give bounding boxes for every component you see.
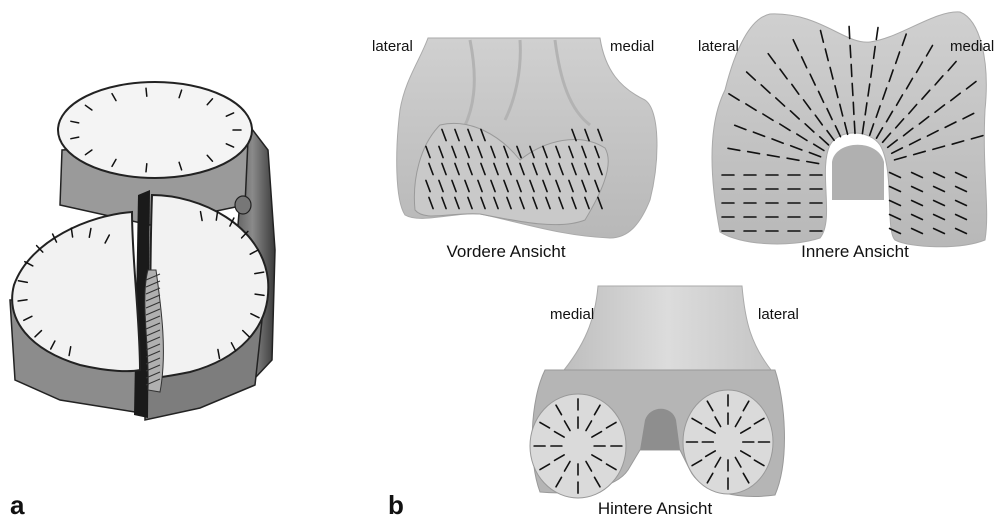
split-line <box>851 64 852 76</box>
split-line <box>850 45 851 57</box>
panel-letter-b: b <box>388 492 404 518</box>
inner-caption: Innere Ansicht <box>801 243 909 261</box>
tibial-plateau-drawing <box>10 82 275 420</box>
upper-plateau-disc <box>58 82 252 178</box>
posterior-shaft <box>560 286 775 375</box>
femur-anterior-view <box>397 38 657 238</box>
posterior-caption: Hintere Ansicht <box>598 500 712 518</box>
anterior-caption: Vordere Ansicht <box>446 243 565 261</box>
inner-left-label: lateral <box>698 39 739 55</box>
inner-notch <box>832 145 884 200</box>
anterior-right-label: medial <box>610 39 654 55</box>
inner-right-label: medial <box>950 39 994 55</box>
split-line <box>854 121 855 133</box>
rim-tick <box>146 88 147 96</box>
split-line <box>853 102 854 114</box>
femur-inner-view <box>712 12 987 247</box>
rim-tick <box>146 164 147 172</box>
anterior-left-label: lateral <box>372 39 413 55</box>
posterior-left-label: medial <box>550 307 594 323</box>
panel-letter-a: a <box>10 492 24 518</box>
split-line <box>849 26 850 38</box>
split-line <box>852 83 853 95</box>
plateau-knob <box>235 196 251 214</box>
posterior-right-label: lateral <box>758 307 799 323</box>
split-line <box>876 28 878 40</box>
inner-femur-outline <box>712 12 987 247</box>
